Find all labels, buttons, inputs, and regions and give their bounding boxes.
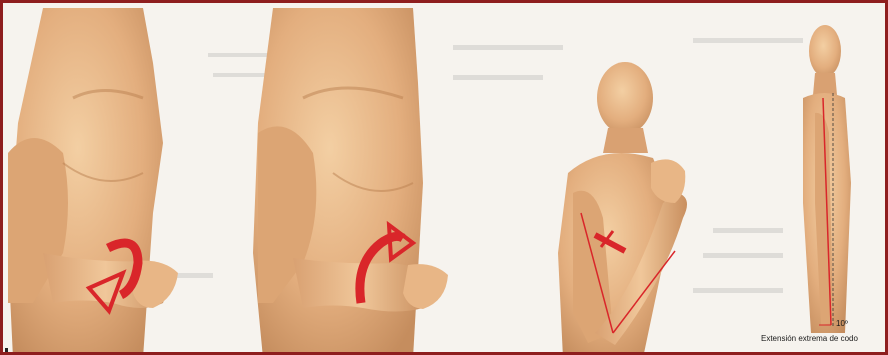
panel-1-pronation <box>8 8 178 355</box>
anatomy-illustration <box>3 3 888 355</box>
angle-label: 10º <box>836 319 848 328</box>
panel-3-flexion <box>558 62 687 355</box>
panel-4-extension <box>803 25 851 333</box>
panel-2-supination <box>253 8 448 355</box>
figure-caption: Extensión extrema de codo <box>761 334 858 343</box>
corner-mark <box>5 348 8 353</box>
